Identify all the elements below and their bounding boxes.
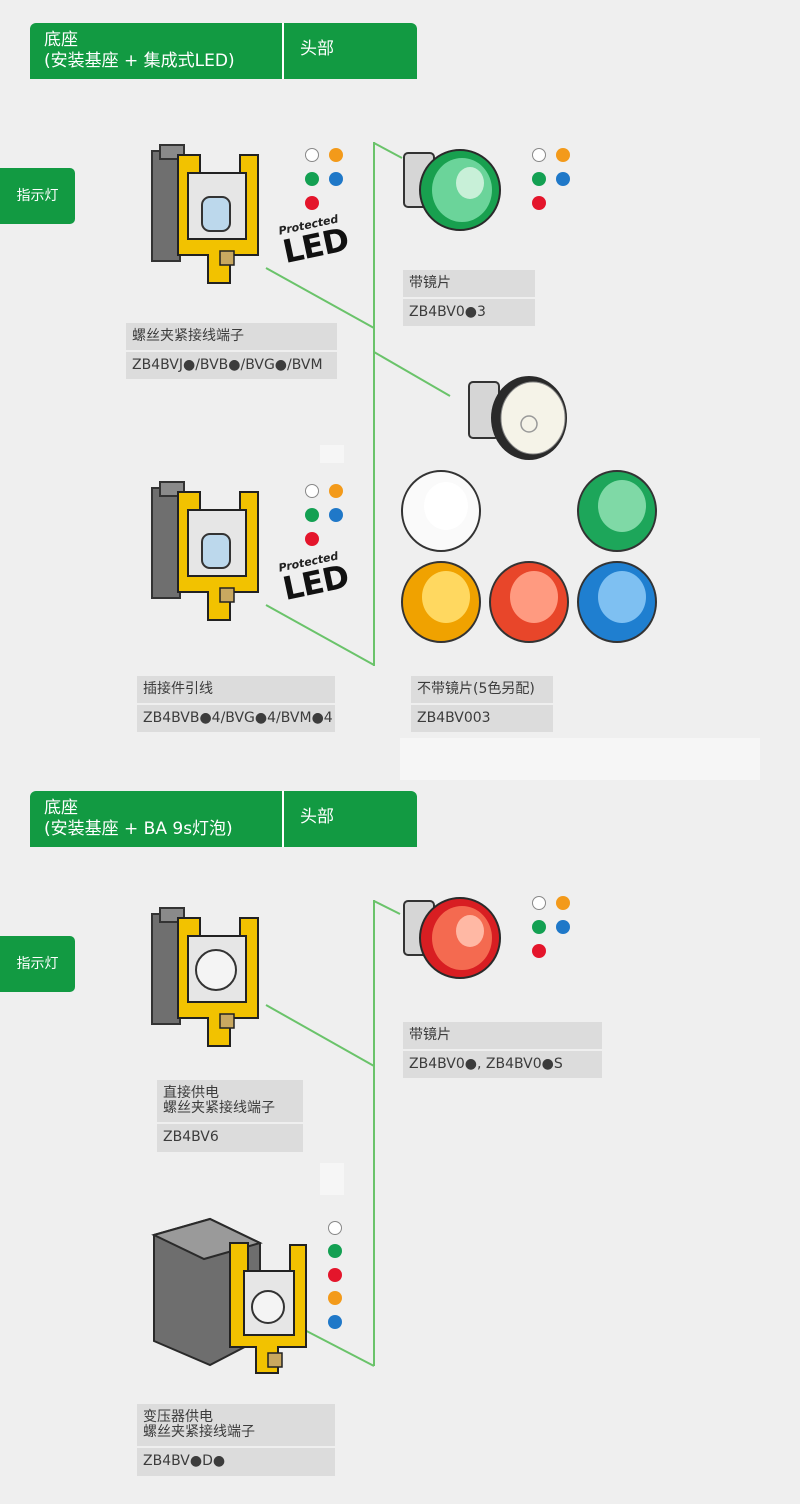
base1-title: 螺丝夹紧接线端子 xyxy=(126,323,337,350)
color-dot-red xyxy=(532,944,546,958)
section2-header-head: 头部 xyxy=(300,807,334,827)
color-dot-green xyxy=(305,508,319,522)
section2-header-base-line1: 底座 xyxy=(44,798,78,818)
section1-header-base-line1: 底座 xyxy=(44,30,78,50)
color-dot-blue xyxy=(329,172,343,186)
head-green-lens-image xyxy=(403,149,501,231)
section1-side-label: 指示灯 xyxy=(16,188,59,204)
color-dot-blue xyxy=(556,920,570,934)
head-red-lens-image xyxy=(403,897,501,979)
head2-code: ZB4BV003 xyxy=(411,705,553,732)
base3-title-line1: 直接供电 xyxy=(163,1085,219,1101)
color-dot-orange xyxy=(329,148,343,162)
section1-header: 底座 (安装基座 + 集成式LED) 头部 xyxy=(30,23,417,79)
color-dot-blue xyxy=(328,1315,342,1329)
color-dot-red xyxy=(305,196,319,210)
base-led-screw-image xyxy=(151,144,259,284)
base1-code: ZB4BVJ●/BVB●/BVG●/BVM xyxy=(126,352,337,379)
base2-code: ZB4BVB●4/BVG●4/BVM●4 xyxy=(137,705,335,732)
section2-header: 底座 (安装基座 + BA 9s灯泡) 头部 xyxy=(30,791,417,847)
head-clear-image xyxy=(468,376,567,460)
base-led-connector-image xyxy=(151,481,259,621)
base3-title-line2: 螺丝夹紧接线端子 xyxy=(163,1100,275,1116)
lens-orange-image xyxy=(401,561,481,643)
base4-title-line2: 螺丝夹紧接线端子 xyxy=(143,1424,255,1440)
base-bulb-direct-image xyxy=(151,907,259,1047)
connector-vertical xyxy=(373,900,375,1366)
color-dot-white xyxy=(305,484,319,498)
base3-code: ZB4BV6 xyxy=(157,1124,303,1152)
section1-side-tab[interactable]: 指示灯 xyxy=(0,168,75,224)
base4-title-line1: 变压器供电 xyxy=(143,1409,213,1425)
base4-code: ZB4BV●D● xyxy=(137,1448,335,1476)
connector-lines-1 xyxy=(265,142,451,666)
head3-code: ZB4BV0●, ZB4BV0●S xyxy=(403,1051,602,1078)
color-dot-orange xyxy=(329,484,343,498)
lens-red-image xyxy=(489,561,569,643)
color-dot-green xyxy=(532,172,546,186)
faint-panel xyxy=(320,1163,344,1195)
section1-header-base: 底座 (安装基座 + 集成式LED) xyxy=(30,23,280,79)
color-dot-red xyxy=(328,1268,342,1282)
color-dot-green xyxy=(305,172,319,186)
section2-side-label: 指示灯 xyxy=(16,956,59,972)
color-dot-green xyxy=(328,1244,342,1258)
base-bulb-transformer-image xyxy=(151,1217,307,1374)
color-dot-red xyxy=(532,196,546,210)
section1-header-base-line2: (安装基座 + 集成式LED) xyxy=(44,51,235,71)
head1-title: 带镜片 xyxy=(403,270,535,297)
color-dot-white xyxy=(305,148,319,162)
lens-white-image xyxy=(401,470,481,552)
base2-title: 插接件引线 xyxy=(137,676,335,703)
color-dot-white xyxy=(328,1221,342,1235)
header-divider xyxy=(282,791,284,847)
faint-panel xyxy=(400,738,760,780)
head2-title: 不带镜片(5色另配) xyxy=(411,676,553,703)
color-dot-blue xyxy=(329,508,343,522)
header-divider xyxy=(282,23,284,79)
color-dot-blue xyxy=(556,172,570,186)
color-dot-white xyxy=(532,148,546,162)
lens-blue-image xyxy=(577,561,657,643)
color-dot-white xyxy=(532,896,546,910)
base4-title: 变压器供电 螺丝夹紧接线端子 xyxy=(137,1404,335,1446)
head1-code: ZB4BV0●3 xyxy=(403,299,535,326)
color-dot-orange xyxy=(328,1291,342,1305)
section2-side-tab[interactable]: 指示灯 xyxy=(0,936,75,992)
section2-header-base-line2: (安装基座 + BA 9s灯泡) xyxy=(44,819,233,839)
color-dot-orange xyxy=(556,896,570,910)
color-dot-green xyxy=(532,920,546,934)
section2-header-base: 底座 (安装基座 + BA 9s灯泡) xyxy=(30,791,280,847)
faint-panel xyxy=(320,445,344,463)
color-dot-orange xyxy=(556,148,570,162)
base3-title: 直接供电 螺丝夹紧接线端子 xyxy=(157,1080,303,1122)
connector-vertical xyxy=(373,142,375,666)
color-dot-red xyxy=(305,532,319,546)
lens-green-image xyxy=(577,470,657,552)
head3-title: 带镜片 xyxy=(403,1022,602,1049)
section1-header-head: 头部 xyxy=(300,39,334,59)
